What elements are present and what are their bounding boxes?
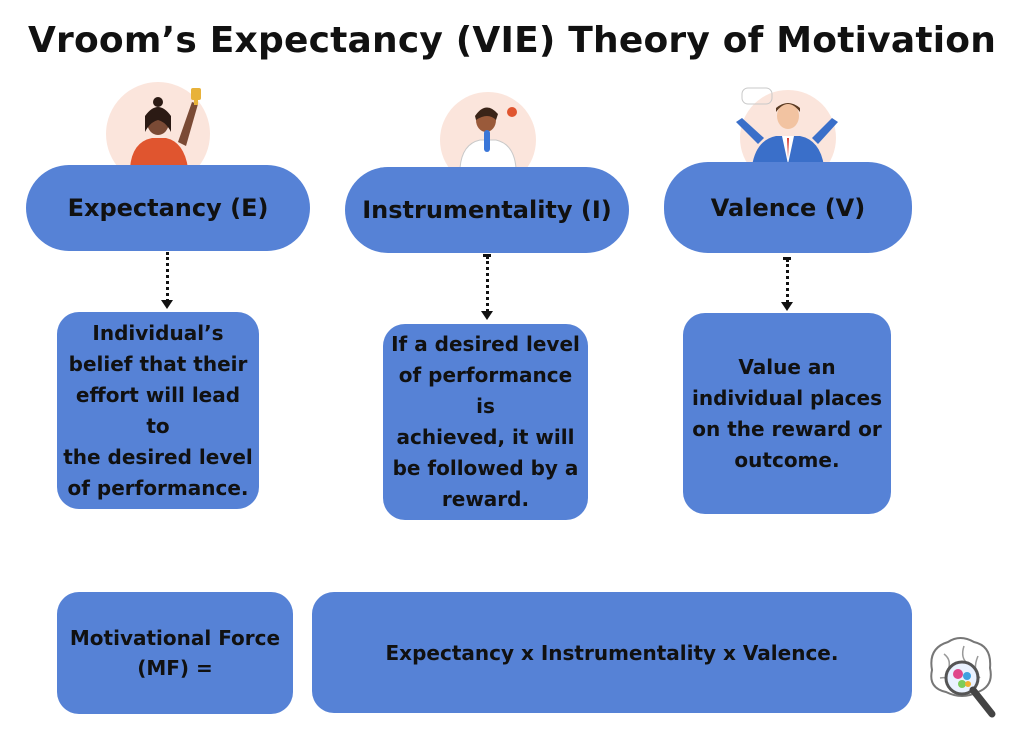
valence-connector-cap [783, 257, 791, 260]
instrumentality-pill: Instrumentality (I) [345, 167, 629, 253]
description-line: the desired level [63, 444, 253, 469]
instrumentality-connector [486, 256, 489, 312]
description-line: Value an [738, 354, 836, 379]
description-line: be followed by a [392, 456, 579, 480]
instrumentality-arrowhead [481, 311, 493, 320]
woman-with-trophy-icon [106, 82, 210, 168]
expectancy-description: Individual’s belief that their effort wi… [57, 312, 259, 509]
expectancy-arrowhead [161, 300, 173, 309]
description-line: reward. [441, 487, 530, 511]
description-line: Individual’s [92, 320, 224, 345]
description-line: individual places [691, 385, 883, 410]
description-line: effort will lead to [75, 382, 241, 438]
formula-lhs-line: (MF) = [137, 656, 213, 680]
brain-magnifier-logo-icon [930, 637, 996, 718]
formula-lhs-line: Motivational Force [69, 626, 281, 650]
valence-connector [786, 259, 789, 303]
description-line: outcome. [734, 447, 840, 472]
expectancy-pill: Expectancy (E) [26, 165, 310, 251]
description-line: on the reward or [692, 416, 882, 441]
scientist-icon [440, 92, 536, 168]
expectancy-connector [166, 252, 169, 302]
description-line: If a desired level [391, 332, 580, 356]
description-line: of performance. [67, 475, 249, 500]
businessman-presenting-icon [736, 87, 838, 166]
page-title: Vroom’s Expectancy (VIE) Theory of Motiv… [27, 20, 997, 61]
motivational-force-box: Motivational Force (MF) = [57, 592, 293, 714]
instrumentality-connector-cap [483, 254, 491, 257]
valence-pill: Valence (V) [664, 162, 912, 253]
description-line: of performance is [398, 363, 573, 418]
description-line: achieved, it will [396, 425, 575, 449]
valence-description: Value an individual places on the reward… [683, 313, 891, 514]
instrumentality-description: If a desired level of performance is ach… [383, 324, 588, 520]
valence-arrowhead [781, 302, 793, 311]
description-line: belief that their [68, 351, 248, 376]
formula-box: Expectancy x Instrumentality x Valence. [312, 592, 912, 713]
